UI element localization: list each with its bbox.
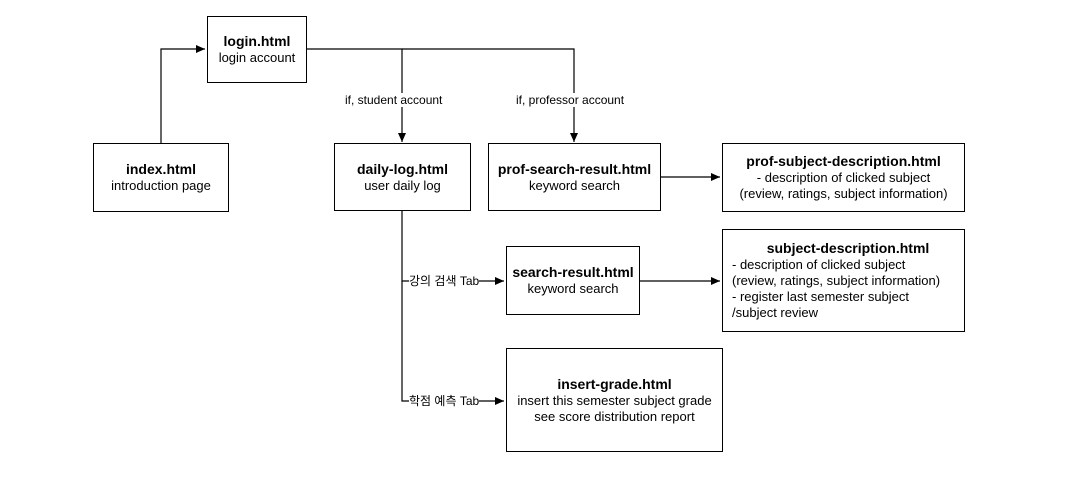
node-title: prof-search-result.html xyxy=(497,160,652,177)
edge-label-professor: if, professor account xyxy=(516,93,625,107)
node-line: see score distribution report xyxy=(534,408,695,424)
node-title: prof-subject-description.html xyxy=(746,153,941,169)
node-prof-subject-description: prof-subject-description.html - descript… xyxy=(722,143,965,212)
node-line: - description of clicked subject xyxy=(732,257,906,272)
node-title: daily-log.html xyxy=(357,160,448,177)
node-title: search-result.html xyxy=(512,264,634,280)
node-subject-description: subject-description.html - description o… xyxy=(722,229,965,332)
node-line: (review, ratings, subject information) xyxy=(739,186,948,201)
node-search-result: search-result.html keyword search xyxy=(506,246,640,315)
node-line: - register last semester subject xyxy=(732,289,910,304)
node-line: /subject review xyxy=(732,305,818,320)
node-line: (review, ratings, subject information) xyxy=(732,273,941,288)
node-title: index.html xyxy=(125,161,196,177)
node-line: keyword search xyxy=(528,177,621,193)
node-line: keyword search xyxy=(527,281,619,296)
node-title: insert-grade.html xyxy=(557,375,672,392)
node-login: login.html login account xyxy=(207,16,307,83)
edge-login-to-prof-search xyxy=(402,48,578,142)
node-title: login.html xyxy=(223,33,291,49)
edge-daily-log-to-insert-grade xyxy=(401,281,504,405)
node-title: subject-description.html xyxy=(766,240,930,256)
edge-index-to-login xyxy=(160,45,205,143)
node-insert-grade: insert-grade.html insert this semester s… xyxy=(506,348,723,452)
node-line: user daily log xyxy=(364,177,441,193)
node-line: insert this semester subject grade xyxy=(517,392,712,408)
node-daily-log: daily-log.html user daily log xyxy=(334,143,471,211)
node-line: login account xyxy=(218,50,296,65)
node-index: index.html introduction page xyxy=(93,143,229,212)
node-prof-search-result: prof-search-result.html keyword search xyxy=(488,143,661,211)
edge-label-student: if, student account xyxy=(345,93,443,107)
node-line: - description of clicked subject xyxy=(756,170,931,185)
edge-label-lecture-search-tab: 강의 검색 Tab xyxy=(409,274,480,288)
edge-daily-log-to-search-result xyxy=(401,211,504,285)
node-line: introduction page xyxy=(111,178,211,193)
edge-label-grade-predict-tab: 학점 예측 Tab xyxy=(409,394,480,408)
